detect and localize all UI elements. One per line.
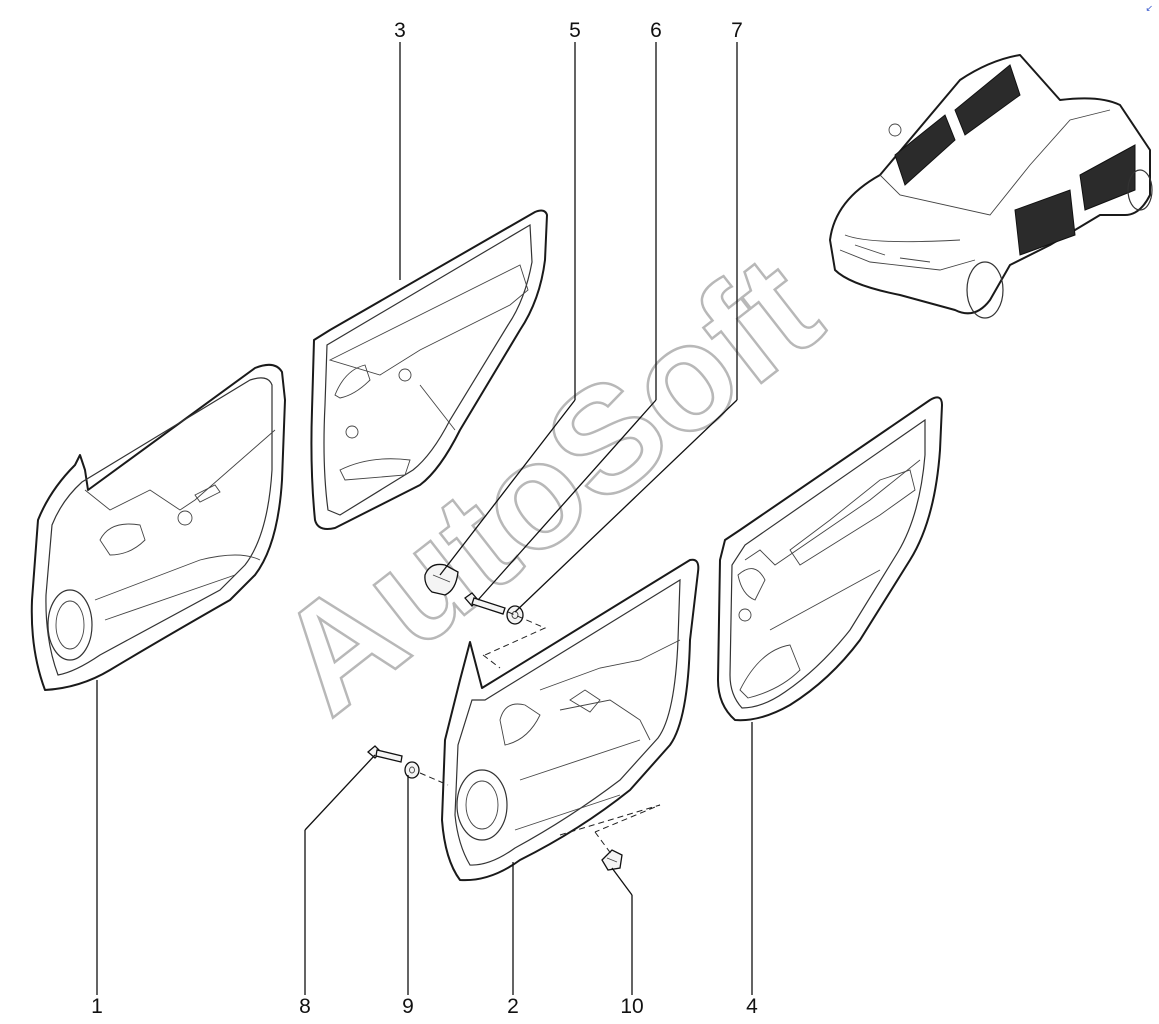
leader-lines (96, 42, 753, 995)
label-6: 6 (650, 19, 662, 42)
label-4: 4 (746, 995, 758, 1018)
door-trim-panel-rear-right (717, 396, 943, 722)
label-1: 1 (91, 995, 103, 1018)
part-labels: 1 2 3 4 5 6 7 8 9 10 (91, 19, 758, 1018)
door-trim-panel-rear-left (310, 209, 548, 530)
clip-part-10 (601, 849, 623, 871)
washer-part-7 (506, 605, 524, 625)
door-trim-panel-front-right (441, 558, 700, 882)
clip-part-5 (424, 563, 459, 596)
label-9: 9 (402, 995, 414, 1018)
label-3: 3 (394, 19, 406, 42)
corner-mark: ↙ (1145, 4, 1153, 14)
car-overview-illustration (829, 54, 1153, 319)
screw-part-8 (367, 745, 403, 763)
washer-part-9 (404, 761, 420, 779)
assembly-guide-lines (419, 611, 661, 856)
label-7: 7 (731, 19, 743, 42)
door-trim-panel-front-left (30, 363, 286, 691)
label-5: 5 (569, 19, 581, 42)
label-8: 8 (299, 995, 311, 1018)
label-10: 10 (620, 995, 643, 1018)
label-2: 2 (507, 995, 519, 1018)
